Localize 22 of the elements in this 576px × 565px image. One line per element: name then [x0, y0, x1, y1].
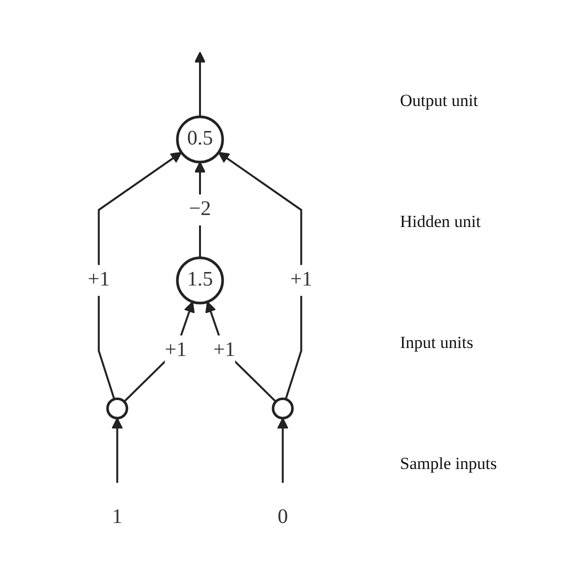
edge-label: +1: [164, 338, 187, 361]
edge-label: +1: [213, 338, 236, 361]
node-circle: 0.5: [176, 115, 224, 163]
edge-label: +1: [290, 268, 312, 290]
arrow: [98, 151, 182, 400]
arrow: [112, 417, 123, 482]
arrow: [205, 300, 277, 402]
node-circle: [272, 396, 294, 419]
row-label: Input units: [400, 333, 474, 354]
edge-label: −2: [188, 198, 212, 220]
node-circle: [106, 396, 128, 419]
node-text: 0: [278, 506, 288, 528]
row-label: Hidden unit: [400, 212, 482, 232]
arrow: [194, 51, 206, 116]
arrow: [123, 300, 195, 402]
arrow: [277, 417, 288, 482]
row-label: Sample inputs: [400, 454, 498, 474]
node-text: 1: [112, 506, 122, 528]
arrow: [218, 151, 302, 400]
row-label: Output unit: [400, 90, 479, 111]
edge-label: +1: [88, 268, 110, 290]
node-circle: 1.5: [176, 256, 224, 304]
